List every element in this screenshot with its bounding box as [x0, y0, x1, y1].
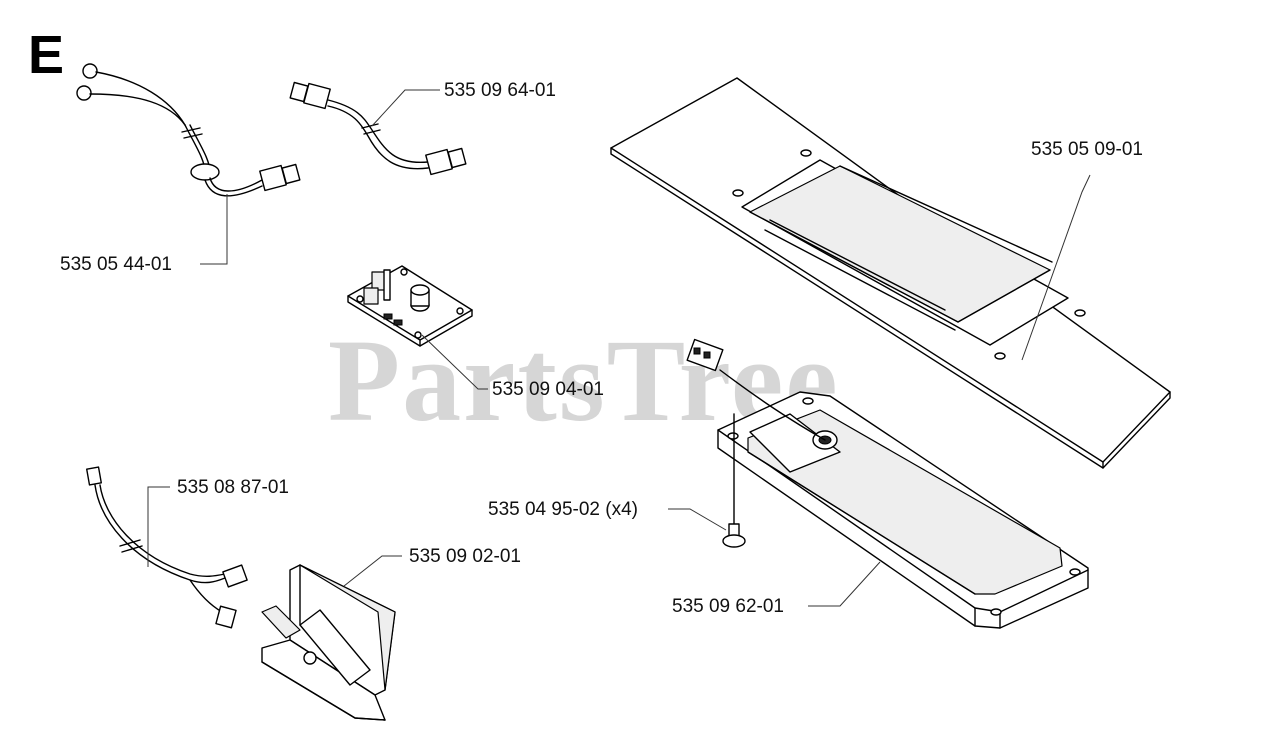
cover-plate-drawing [610, 77, 1171, 469]
circuit-board-drawing [347, 265, 473, 347]
part-label-housing[interactable]: 535 09 62-01 [672, 596, 784, 617]
part-label-wire-harness-a[interactable]: 535 05 44-01 [60, 254, 172, 275]
part-label-screw[interactable]: 535 04 95-02 (x4) [488, 499, 638, 520]
wire-harness-a-drawing [76, 63, 301, 197]
part-label-wire-harness-b[interactable]: 535 09 64-01 [444, 80, 556, 101]
part-label-switch-bracket[interactable]: 535 09 02-01 [409, 546, 521, 567]
housing-drawing [686, 338, 1089, 629]
part-label-wire-harness-c[interactable]: 535 08 87-01 [177, 477, 289, 498]
screw-drawing [722, 413, 746, 548]
switch-bracket-drawing [261, 564, 396, 721]
wire-harness-c-drawing [86, 466, 248, 629]
wire-harness-b-drawing [289, 81, 467, 176]
part-label-circuit-board[interactable]: 535 09 04-01 [492, 379, 604, 400]
section-letter: E [28, 25, 65, 85]
leader-lines [147, 89, 1091, 607]
part-label-cover-plate[interactable]: 535 05 09-01 [1031, 139, 1143, 160]
